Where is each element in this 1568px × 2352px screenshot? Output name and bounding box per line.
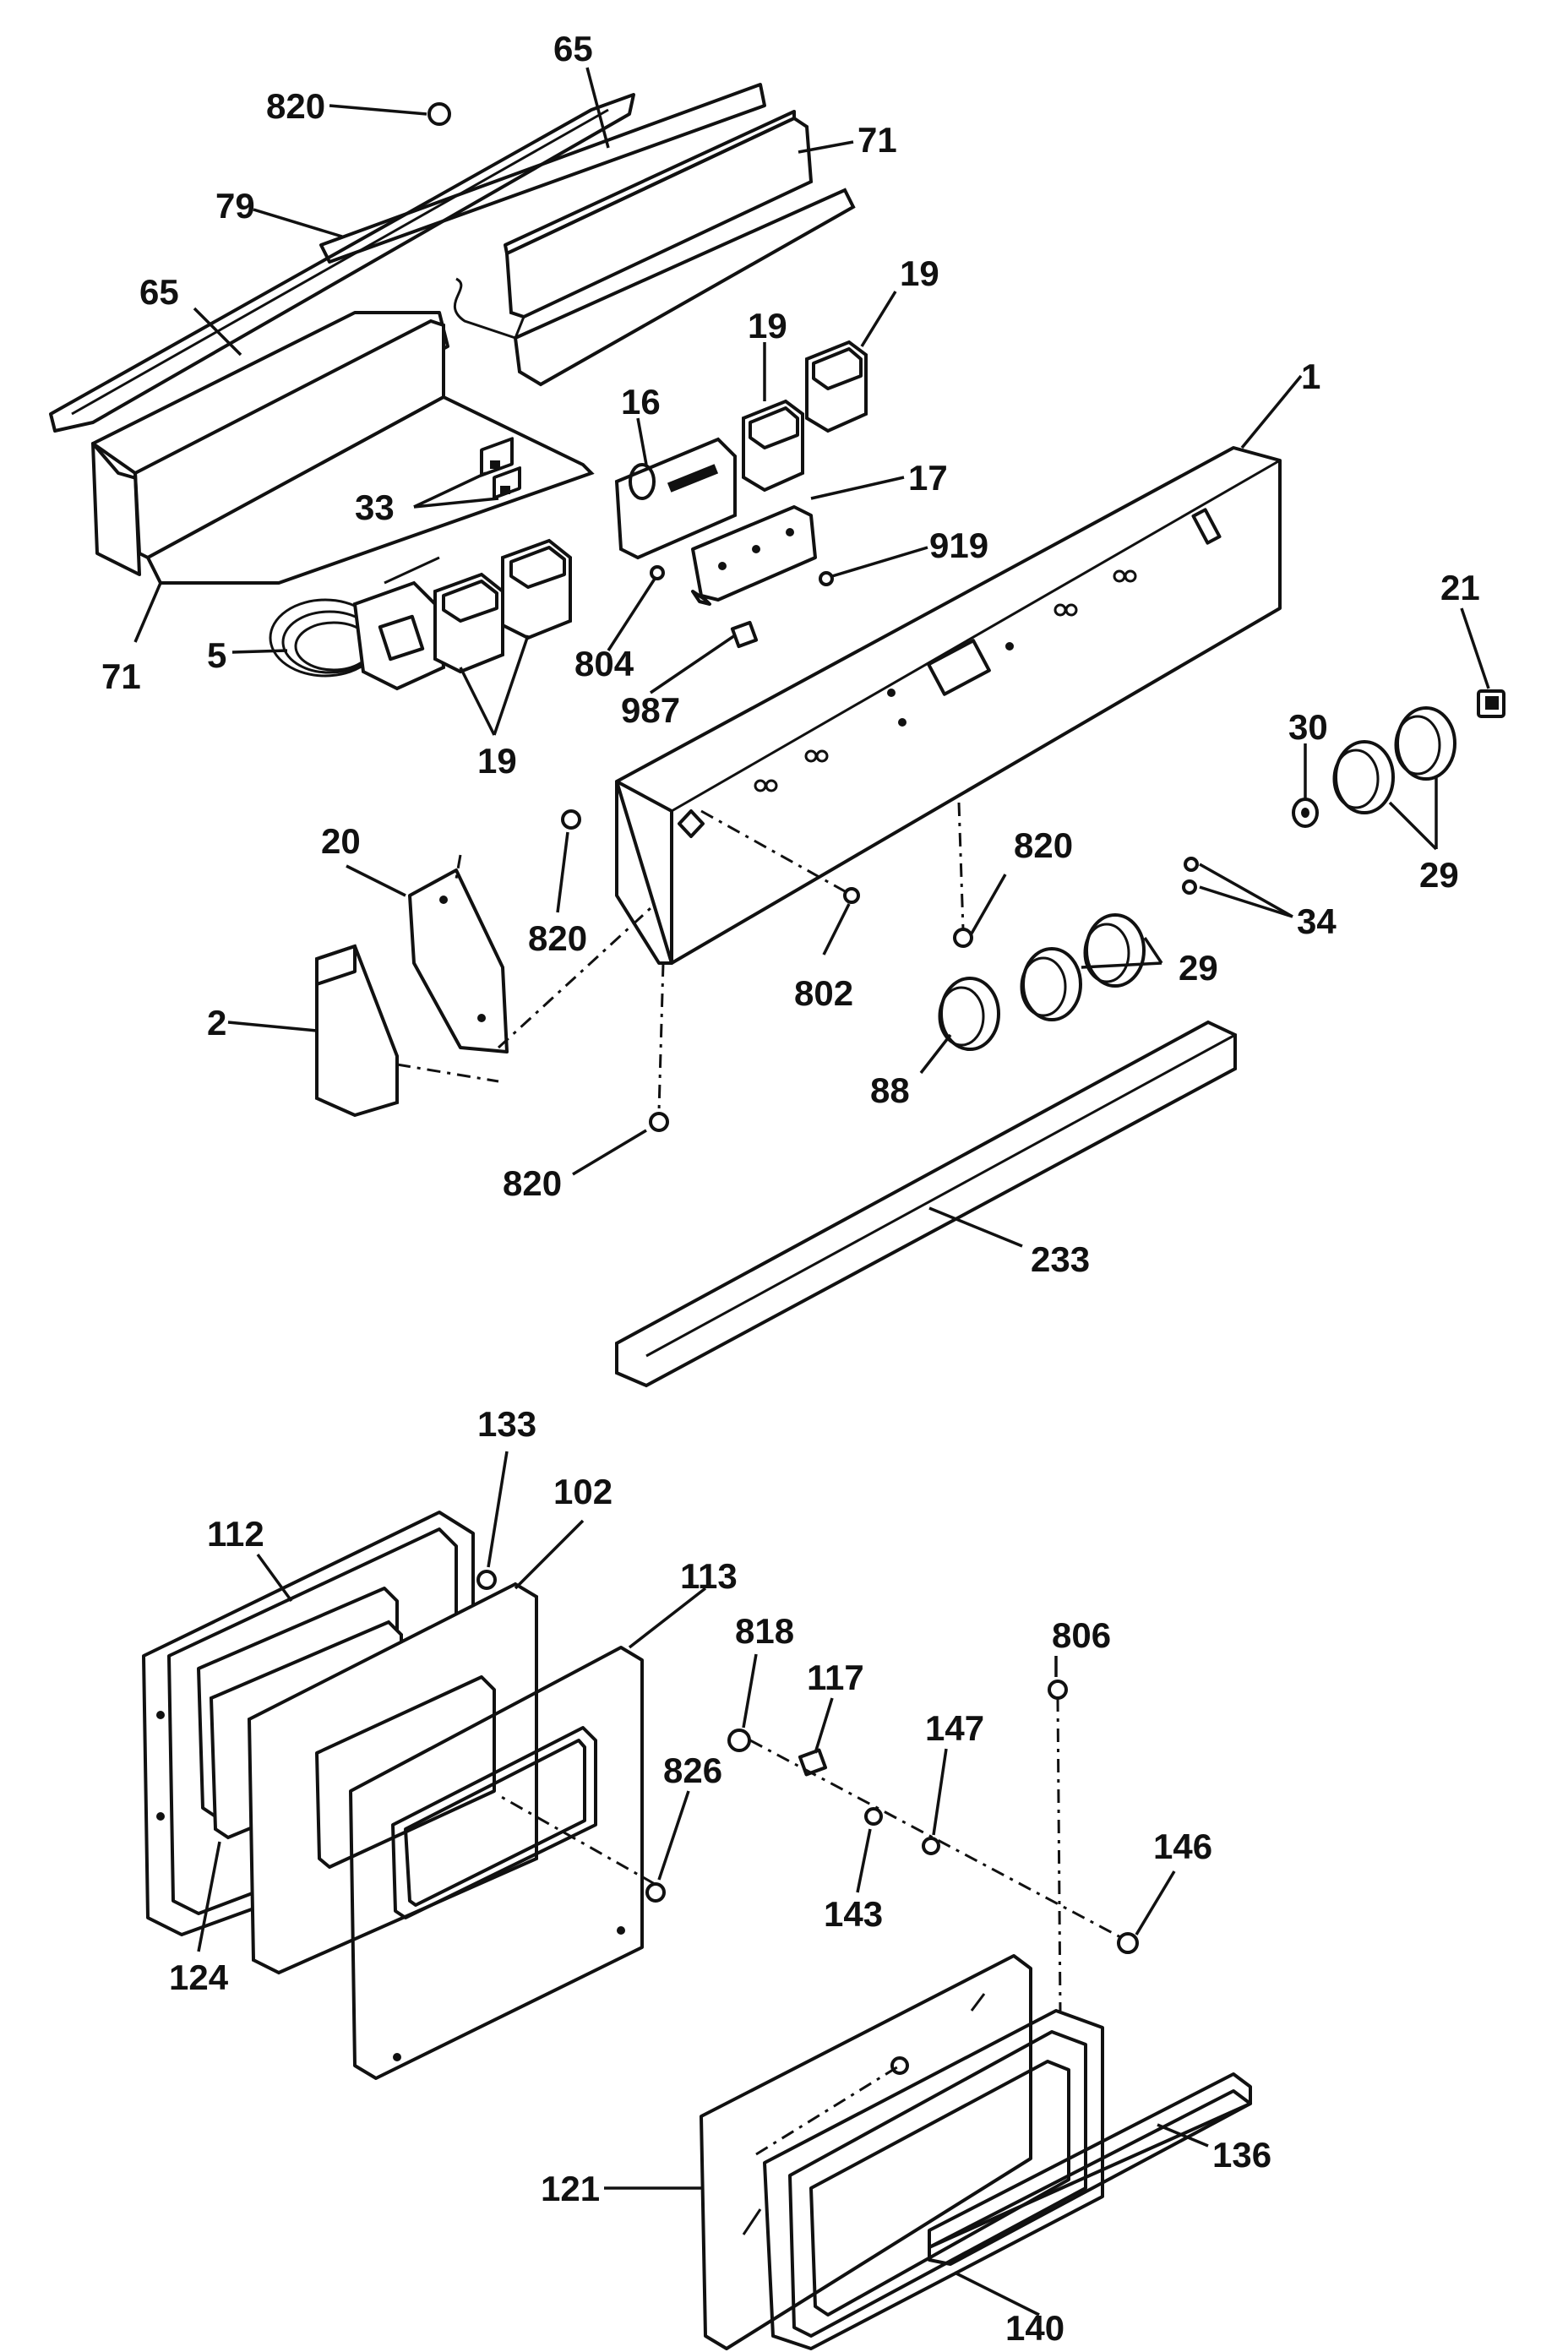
callout-65-top: 65 (553, 29, 593, 68)
callout-88: 88 (870, 1070, 910, 1110)
bracket-20 (408, 868, 509, 1054)
callout-820-top: 820 (266, 86, 325, 126)
callout-987: 987 (621, 690, 680, 730)
callout-112: 112 (207, 1514, 264, 1554)
callout-146: 146 (1153, 1827, 1212, 1866)
bracket-17 (691, 505, 817, 606)
springs-34 (1182, 857, 1199, 895)
callout-1: 1 (1301, 357, 1320, 396)
callout-19-top-right: 19 (900, 253, 939, 293)
infinite-switch-pair-left (433, 538, 572, 674)
callout-818: 818 (735, 1611, 794, 1651)
callout-117: 117 (807, 1658, 864, 1697)
callout-143: 143 (824, 1894, 883, 1934)
door-panel-113 (349, 1646, 644, 2080)
trim-bar-233 (615, 1020, 1237, 1388)
callout-17: 17 (908, 458, 948, 498)
callout-113: 113 (680, 1556, 738, 1596)
callout-121: 121 (541, 2169, 600, 2208)
callout-102: 102 (553, 1472, 612, 1511)
callout-29-right: 29 (1419, 855, 1459, 895)
door-glass-121 (700, 1954, 1032, 2350)
callout-804: 804 (574, 644, 634, 683)
switch-21 (1477, 689, 1505, 718)
callout-33: 33 (355, 487, 395, 527)
callout-16: 16 (621, 382, 661, 422)
callout-2: 2 (207, 1003, 226, 1043)
timer-16 (614, 437, 737, 560)
switch-33 (480, 437, 521, 500)
callout-802: 802 (794, 973, 853, 1013)
callout-20: 20 (321, 821, 361, 861)
left-housing (91, 311, 595, 585)
door-panel-102 (247, 1582, 538, 1975)
control-panel-1 (615, 446, 1282, 965)
callout-140: 140 (1005, 2308, 1064, 2348)
callout-29-lower: 29 (1179, 948, 1218, 988)
callout-136: 136 (1212, 2135, 1271, 2175)
bottom-leaders (197, 1451, 1209, 2317)
callout-30: 30 (1288, 707, 1328, 747)
thermostat-5 (269, 556, 446, 691)
callout-147: 147 (925, 1708, 984, 1748)
callout-19-top-mid: 19 (748, 306, 787, 346)
side-trim-2 (315, 944, 399, 1118)
top-leaders (133, 67, 1490, 1248)
rear-trim-strip (49, 83, 766, 433)
callout-21: 21 (1440, 568, 1480, 607)
callout-71-top: 71 (858, 120, 897, 160)
callout-806: 806 (1052, 1615, 1111, 1655)
washer-30 (1292, 798, 1319, 828)
callout-919: 919 (929, 525, 988, 565)
infinite-switch-pair-right (742, 340, 868, 493)
callout-826: 826 (663, 1750, 722, 1790)
door-handle-136 (928, 2072, 1252, 2266)
callout-34: 34 (1297, 901, 1337, 941)
knob-trio (938, 913, 1146, 1051)
callout-labels: 820 65 71 79 65 19 19 16 1 17 33 919 21 … (101, 29, 1480, 2348)
callout-19-bottom: 19 (477, 741, 517, 781)
screws (427, 102, 973, 1132)
callout-820-bracket: 820 (528, 918, 587, 958)
upper-right-channel (453, 110, 856, 387)
callout-124: 124 (169, 1957, 229, 1997)
callout-71-left: 71 (101, 656, 141, 696)
knob-pair-upper (1332, 706, 1456, 814)
callout-133: 133 (477, 1404, 536, 1444)
callout-65-left: 65 (139, 272, 179, 312)
callout-5: 5 (207, 635, 226, 675)
door-hardware (476, 1570, 1139, 2075)
door-frame-140 (763, 2009, 1104, 2350)
callout-820-bottom: 820 (503, 1163, 562, 1203)
callout-820-upper-mid: 820 (1014, 825, 1073, 865)
callout-79: 79 (215, 186, 255, 226)
callout-233: 233 (1031, 1239, 1090, 1279)
